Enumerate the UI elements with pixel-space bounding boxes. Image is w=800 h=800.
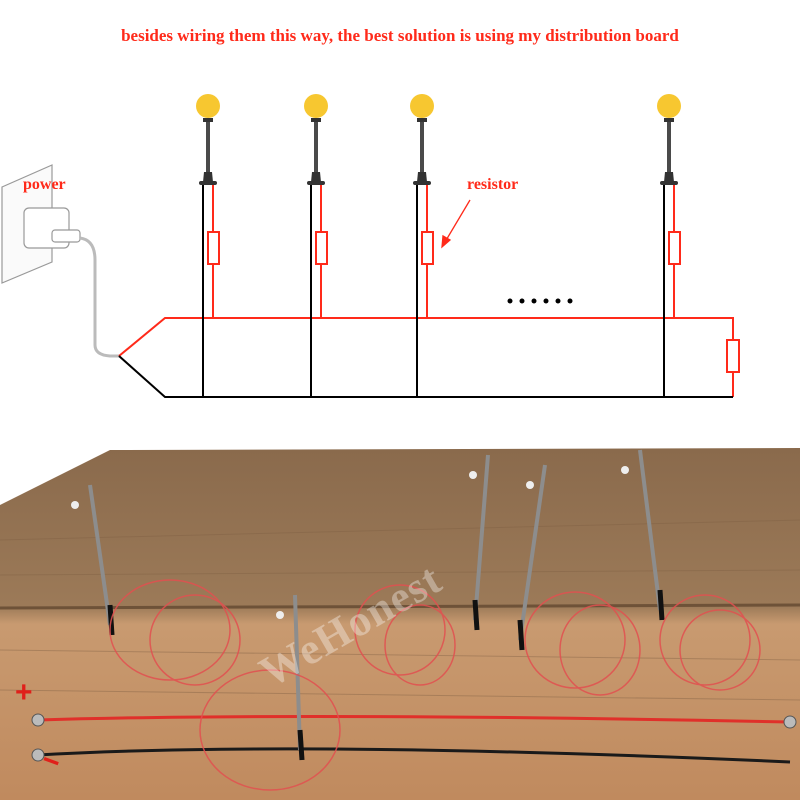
ellipsis-dots: [507, 298, 573, 304]
headline: besides wiring them this way, the best s…: [121, 26, 679, 45]
bulb-icon: [657, 94, 681, 118]
bulb-icon: [196, 94, 220, 118]
black-main-wire: [37, 747, 791, 764]
resistor-label: resistor: [467, 176, 519, 193]
model-lamp-post: [517, 464, 547, 651]
street-lamp: [410, 94, 434, 397]
model-lamp-post: [621, 449, 665, 621]
positive-bus: [118, 317, 740, 397]
red-main-wire: [37, 714, 791, 724]
plus-sign: +: [15, 676, 33, 709]
model-lamp-post: [276, 594, 305, 761]
model-lamp-post: [469, 454, 490, 631]
power-outlet-icon: [1, 164, 119, 358]
power-label: power: [23, 176, 66, 193]
negative-bus: [118, 355, 733, 398]
street-lamp: [304, 94, 328, 397]
wood-board: [0, 448, 800, 800]
wiring-diagram: [1, 94, 740, 398]
street-lamp: [196, 94, 220, 397]
resistor-arrow: [441, 199, 471, 249]
street-lamp: [657, 94, 681, 397]
bulb-icon: [410, 94, 434, 118]
bulb-icon: [304, 94, 328, 118]
